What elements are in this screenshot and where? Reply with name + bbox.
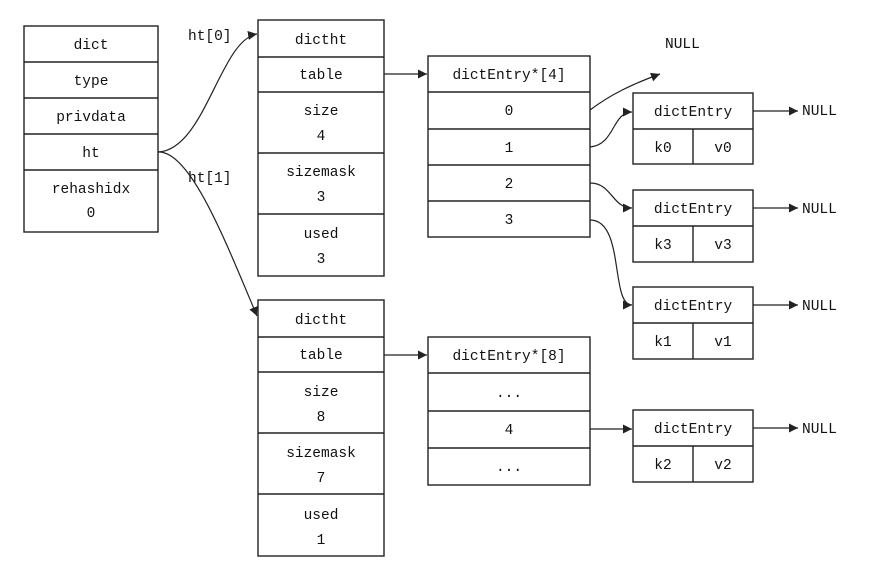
ht0-pointer-arrow [157, 31, 258, 153]
null-label: NULL [802, 422, 837, 438]
ht0-used-value: 3 [317, 252, 326, 268]
slot1-entry-arrow [589, 107, 633, 148]
ht1-size-value: 8 [317, 410, 326, 426]
table-array-ht1: dictEntry*[8] ... 4 ... [427, 336, 591, 486]
ht1-sizemask-value: 7 [317, 471, 326, 487]
dictht-ht0: dictht table size 4 sizemask 3 used 3 [257, 19, 385, 277]
ht1-size-label: size [304, 385, 339, 401]
array1-slot: ... [496, 460, 522, 476]
ht1-used-value: 1 [317, 533, 326, 549]
dict-privdata-field: privdata [56, 110, 126, 126]
ht0-used-label: used [304, 227, 339, 243]
entry-value: v1 [714, 335, 731, 351]
entry-title: dictEntry [654, 299, 733, 315]
dict-entry-k1: dictEntry k1 v1 [632, 286, 754, 360]
array1-slot: ... [496, 386, 522, 402]
dict-type-field: type [74, 74, 109, 90]
dict-rehashidx-value: 0 [87, 206, 96, 222]
slot2-entry-arrow [589, 182, 633, 213]
dictht-box [257, 19, 385, 277]
entry-key: k3 [654, 238, 671, 254]
entry-key: k0 [654, 141, 671, 157]
slot3-entry-arrow [589, 219, 633, 310]
array1-title: dictEntry*[8] [452, 349, 565, 365]
ht0-sizemask-value: 3 [317, 190, 326, 206]
dict-title: dict [74, 38, 109, 54]
null-label: NULL [802, 299, 837, 315]
ht1-sizemask-label: sizemask [286, 446, 356, 462]
ht1-pointer-label: ht[1] [188, 171, 232, 187]
array-box [427, 55, 591, 238]
entry-value: v0 [714, 141, 731, 157]
entry-title: dictEntry [654, 422, 733, 438]
ht0-size-label: size [304, 104, 339, 120]
entry-key: k1 [654, 335, 671, 351]
ht0-table-field: table [299, 68, 343, 84]
array0-slot: 3 [505, 213, 514, 229]
dict-ht-field: ht [82, 146, 99, 162]
ht1-title: dictht [295, 313, 347, 329]
ht1-used-label: used [304, 508, 339, 524]
array0-slot: 1 [505, 141, 514, 157]
dict-entry-k0: dictEntry k0 v0 [632, 92, 754, 165]
null-label: NULL [802, 104, 837, 120]
array0-slot: 0 [505, 104, 514, 120]
null-label: NULL [665, 37, 700, 53]
dict-entry-k2: dictEntry k2 v2 [632, 409, 754, 483]
entry-key: k2 [654, 458, 671, 474]
ht0-sizemask-label: sizemask [286, 165, 356, 181]
entry-title: dictEntry [654, 105, 733, 121]
array1-slot: 4 [505, 423, 514, 439]
array0-title: dictEntry*[4] [452, 68, 565, 84]
dict-rehashidx-label: rehashidx [52, 182, 131, 198]
null-label: NULL [802, 202, 837, 218]
dict-struct: dict type privdata ht rehashidx 0 [23, 25, 159, 233]
ht1-table-field: table [299, 348, 343, 364]
ht0-title: dictht [295, 33, 347, 49]
table-array-ht0: dictEntry*[4] 0 1 2 3 [427, 55, 591, 238]
dict-box [23, 25, 159, 233]
ht0-size-value: 4 [317, 129, 326, 145]
dictht-ht1: dictht table size 8 sizemask 7 used 1 [257, 299, 385, 557]
entry-value: v3 [714, 238, 731, 254]
ht1-pointer-arrow [157, 151, 258, 317]
entry-title: dictEntry [654, 202, 733, 218]
entry-value: v2 [714, 458, 731, 474]
dictht-box [257, 299, 385, 557]
dict-entry-k3: dictEntry k3 v3 [632, 189, 754, 263]
array0-slot: 2 [505, 177, 514, 193]
slot0-null-arrow [589, 72, 661, 111]
ht0-pointer-label: ht[0] [188, 29, 232, 45]
